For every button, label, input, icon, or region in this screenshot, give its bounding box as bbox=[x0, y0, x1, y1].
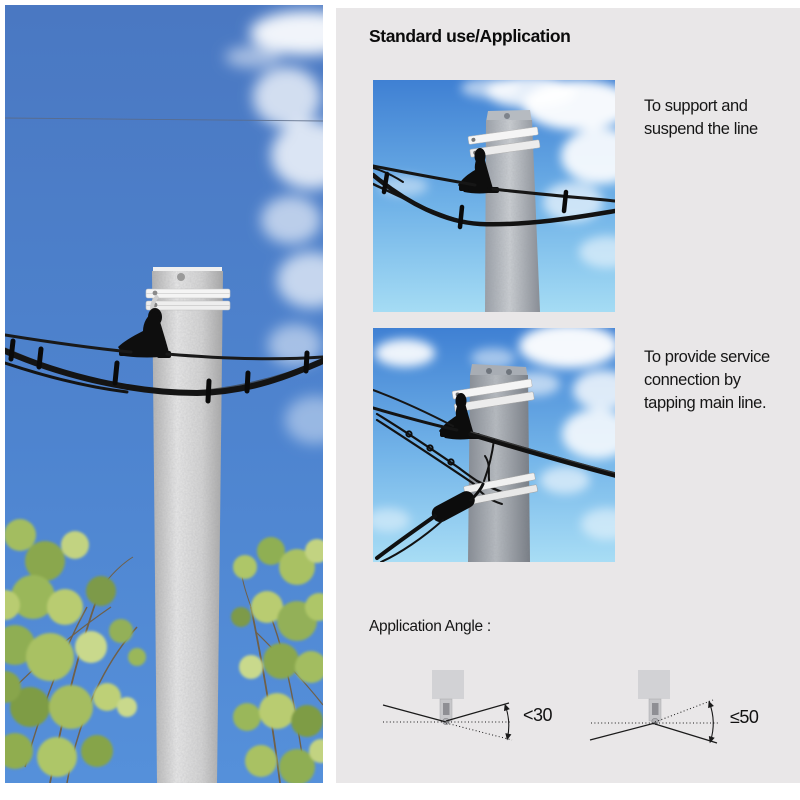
service-tap-photo bbox=[373, 328, 615, 562]
service-connector bbox=[375, 482, 485, 562]
thin-wire bbox=[5, 117, 323, 122]
clamp-icon bbox=[432, 670, 464, 726]
clouds bbox=[373, 328, 615, 540]
service-tap-art bbox=[373, 328, 615, 562]
support-suspend-photo bbox=[373, 80, 615, 312]
application-angle-label: Application Angle : bbox=[369, 618, 491, 635]
cables bbox=[373, 164, 615, 230]
angle-lines bbox=[382, 702, 513, 741]
angle-value-50: ≤50 bbox=[730, 707, 759, 727]
pole-straps bbox=[467, 126, 541, 158]
cables bbox=[5, 333, 323, 404]
main-pole-photo-art bbox=[5, 5, 323, 783]
concrete-pole bbox=[152, 267, 223, 783]
panel-title: Standard use/Application bbox=[369, 26, 571, 46]
clouds bbox=[225, 11, 323, 444]
support-suspend-art bbox=[373, 80, 615, 312]
angle-diagram-30-art bbox=[382, 670, 513, 741]
concrete-pole bbox=[485, 110, 540, 312]
caption-support-suspend: To support and suspend the line bbox=[644, 97, 758, 138]
clamp-icon bbox=[638, 670, 670, 726]
pole-straps-top bbox=[452, 378, 535, 413]
angle-diagram-50: ≤50 bbox=[586, 655, 798, 765]
angle-diagram-30: <30 bbox=[375, 655, 587, 765]
tree-foliage bbox=[5, 519, 323, 783]
application-panel: Standard use/Application bbox=[336, 8, 800, 783]
caption-service-tap: To provide service connection by tapping… bbox=[644, 348, 770, 412]
angle-lines bbox=[589, 699, 718, 744]
pole-straps bbox=[145, 288, 231, 320]
concrete-pole bbox=[468, 364, 530, 562]
main-line-cables bbox=[373, 389, 615, 478]
angle-diagram-50-art bbox=[589, 670, 718, 744]
angle-value-30: <30 bbox=[523, 705, 553, 725]
clouds bbox=[378, 80, 615, 268]
main-pole-photo bbox=[5, 5, 323, 783]
